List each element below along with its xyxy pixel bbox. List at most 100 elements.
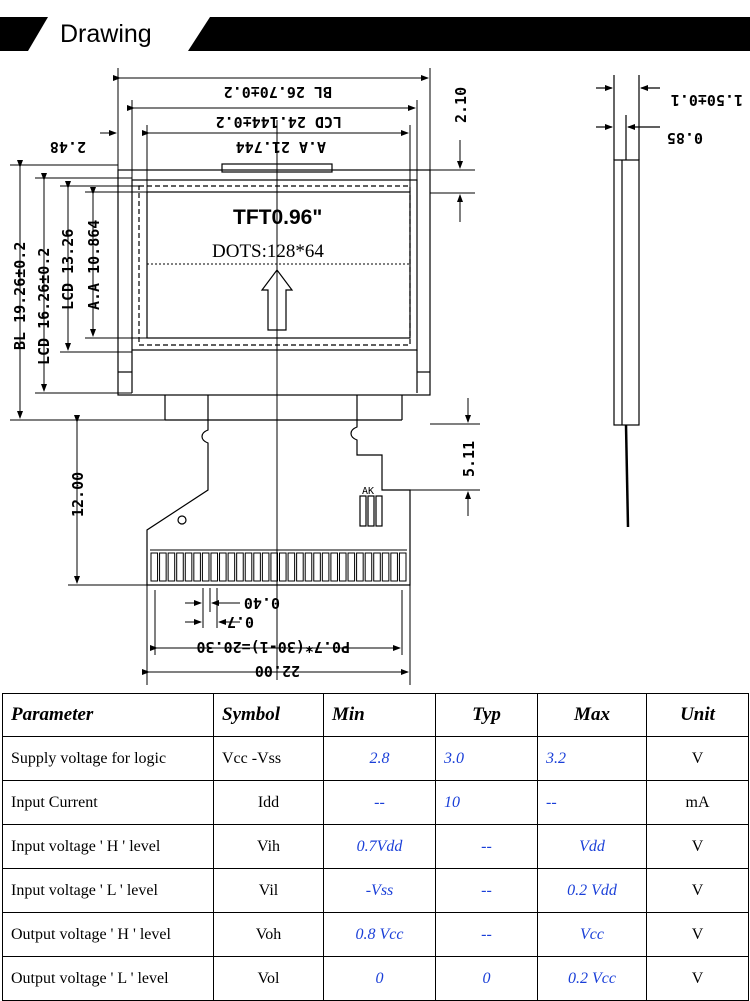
dim-total-thickness: 1.50±0.1 <box>671 91 743 109</box>
cell-min: -- <box>323 780 436 825</box>
spec-table: Parameter Symbol Min Typ Max Unit Supply… <box>2 693 749 1001</box>
cell-symbol: Voh <box>213 912 324 957</box>
pin-pad <box>201 552 210 582</box>
header-min: Min <box>323 693 436 737</box>
dimension-lines <box>10 68 480 685</box>
dim-bl-width: BL 26.70±0.2 <box>224 83 332 101</box>
pin-pad <box>150 552 159 582</box>
table-row: Output voltage ' H ' level Voh 0.8 Vcc -… <box>2 912 749 957</box>
header-max: Max <box>537 693 647 737</box>
mechanical-drawing: Drawing TFT0.96" DOTS:128*64 AK <box>10 17 743 685</box>
pin-pad <box>159 552 167 582</box>
cell-parameter: Input voltage ' H ' level <box>2 824 214 869</box>
pin-pad <box>193 552 201 582</box>
cell-unit: V <box>646 824 749 869</box>
pin-pad <box>381 552 390 582</box>
pin-pad <box>338 552 347 582</box>
table-row: Input voltage ' L ' level Vil -Vss -- 0.… <box>2 868 749 913</box>
cell-parameter: Output voltage ' H ' level <box>2 912 214 957</box>
cell-symbol: Vil <box>213 868 324 913</box>
pin-pad <box>253 552 261 582</box>
table-header-row: Parameter Symbol Min Typ Max Unit <box>2 693 749 737</box>
pin-pad <box>261 552 270 582</box>
cell-unit: V <box>646 868 749 913</box>
cell-typ: 0 <box>435 956 538 1001</box>
pin-pad <box>279 552 287 582</box>
header-typ: Typ <box>435 693 538 737</box>
cell-parameter: Output voltage ' L ' level <box>2 956 214 1001</box>
pin-pad <box>356 552 364 582</box>
cell-symbol: Vih <box>213 824 324 869</box>
cell-min: 0.8 Vcc <box>323 912 436 957</box>
pin-pad <box>210 552 219 582</box>
cell-typ: -- <box>435 912 538 957</box>
pin-pad <box>287 552 296 582</box>
pin-pad <box>167 552 176 582</box>
fpc <box>146 395 411 586</box>
pin-pad <box>176 552 184 582</box>
cell-max: 0.2 Vdd <box>537 868 647 913</box>
cell-max: 0.2 Vcc <box>537 956 647 1001</box>
cell-min: -Vss <box>323 868 436 913</box>
cell-unit: mA <box>646 780 749 825</box>
cell-unit: V <box>646 956 749 1001</box>
header-tab <box>28 17 210 51</box>
dim-pitch-07: 0.7 <box>227 613 254 631</box>
pin-pad <box>184 552 193 582</box>
cell-typ: -- <box>435 868 538 913</box>
pin-pad <box>390 552 398 582</box>
header-title: Drawing <box>60 20 152 48</box>
fpc-label: AK <box>362 486 374 497</box>
dim-pitch-04: 0.40 <box>244 594 280 612</box>
cell-min: 0 <box>323 956 436 1001</box>
cell-symbol: Vol <box>213 956 324 1001</box>
cell-parameter: Supply voltage for logic <box>2 736 214 781</box>
cell-min: 2.8 <box>323 736 436 781</box>
dim-bl-height: BL 19.26±0.2 <box>11 242 29 350</box>
cell-symbol: Idd <box>213 780 324 825</box>
header-symbol: Symbol <box>213 693 324 737</box>
pin-pad <box>227 552 236 582</box>
cell-max: 3.2 <box>537 736 647 781</box>
table-row: Input voltage ' H ' level Vih 0.7Vdd -- … <box>2 824 749 869</box>
pin-pad <box>373 552 381 582</box>
dim-offset-left: 2.48 <box>50 138 86 156</box>
pin-pad <box>364 552 373 582</box>
dim-lcd-width: LCD 24.144±0.2 <box>216 113 342 131</box>
dim-offset-top: 2.10 <box>452 87 470 123</box>
cell-typ: 10 <box>435 780 538 825</box>
pin-pad <box>330 552 338 582</box>
dim-lcd-13: LCD 13.26 <box>59 229 77 310</box>
cell-max: Vcc <box>537 912 647 957</box>
pin-pad <box>236 552 244 582</box>
pin-pad <box>347 552 356 582</box>
dim-fpc-offset: 5.11 <box>460 441 478 477</box>
dim-aa-width: A.A 21.744 <box>236 138 326 156</box>
cell-max: Vdd <box>537 824 647 869</box>
pin-pad <box>398 552 407 582</box>
dim-lcd-height: LCD 16.26±0.2 <box>35 248 53 365</box>
header-parameter: Parameter <box>2 693 214 737</box>
table-row: Output voltage ' L ' level Vol 0 0 0.2 V… <box>2 956 749 1001</box>
cell-typ: -- <box>435 824 538 869</box>
cell-min: 0.7Vdd <box>323 824 436 869</box>
module-outline <box>117 163 431 421</box>
dim-fpc-length: 12.00 <box>69 472 87 517</box>
pin-pad <box>296 552 304 582</box>
pin-pad <box>313 552 321 582</box>
dim-fpc-width: 22.00 <box>255 662 300 680</box>
table-row: Supply voltage for logic Vcc -Vss 2.8 3.… <box>2 736 749 781</box>
cell-typ: 3.0 <box>435 736 538 781</box>
pin-pads <box>150 549 407 582</box>
dim-glass-thickness: 0.85 <box>667 129 703 147</box>
dim-aa-height: A.A 10.864 <box>85 220 103 310</box>
pin-pad <box>219 552 227 582</box>
display-dots: DOTS:128*64 <box>212 241 324 262</box>
pin-pad <box>321 552 330 582</box>
cell-symbol: Vcc -Vss <box>213 736 324 781</box>
header-unit: Unit <box>646 693 749 737</box>
cell-parameter: Input Current <box>2 780 214 825</box>
pin-pad <box>304 552 313 582</box>
display-title: TFT0.96" <box>233 206 322 229</box>
pin-pad <box>270 552 278 582</box>
